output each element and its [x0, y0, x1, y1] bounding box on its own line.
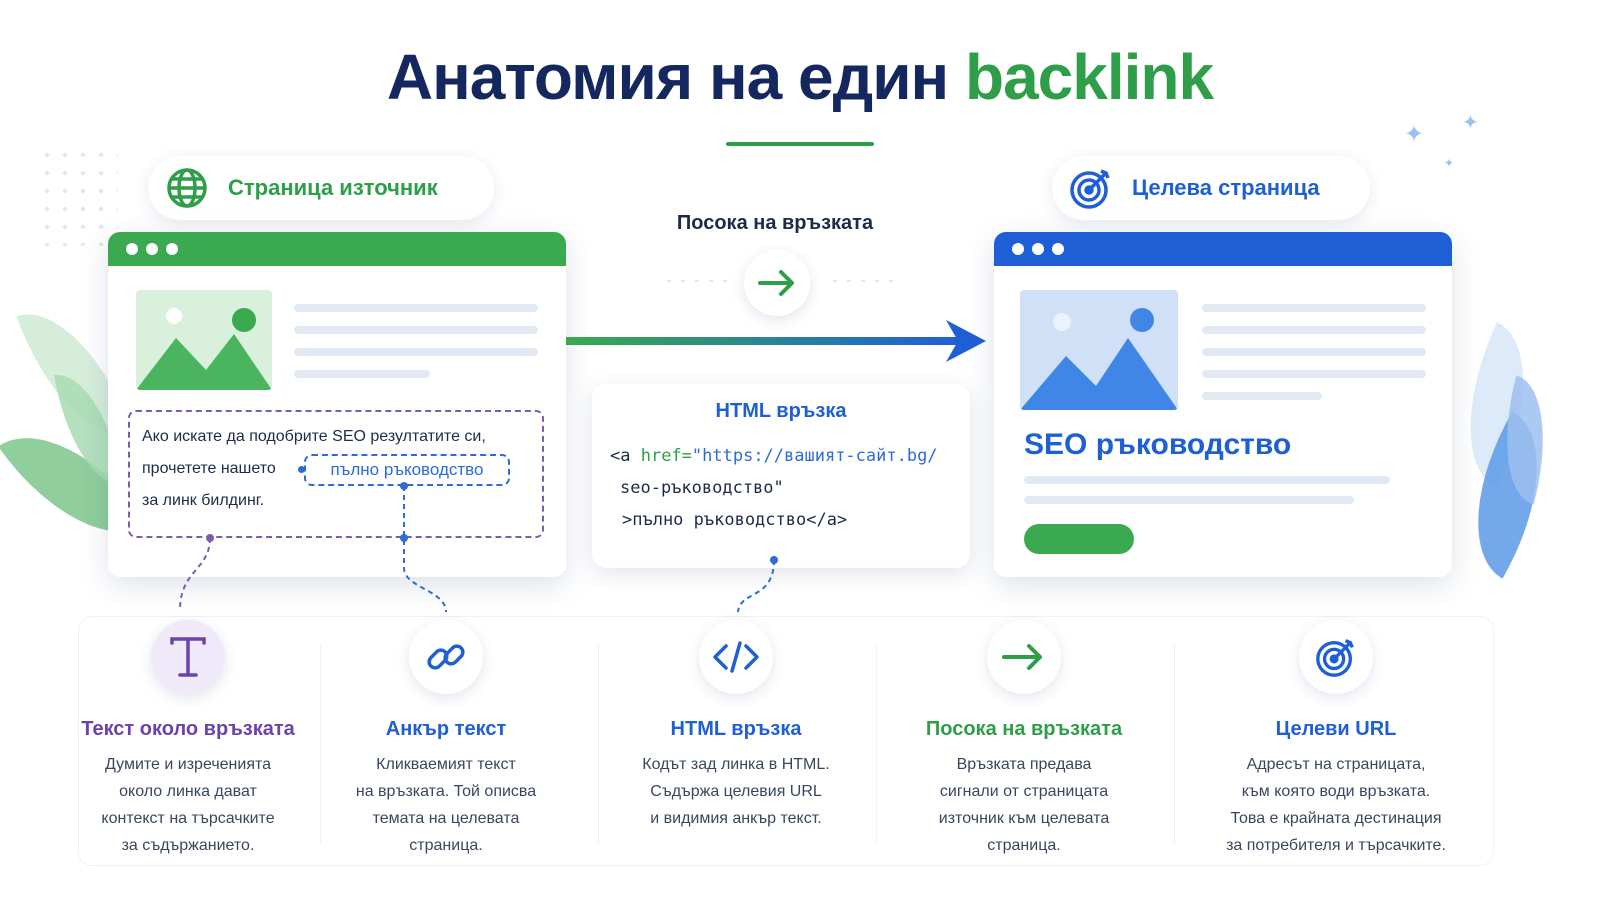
dotted-line [828, 279, 898, 283]
sparkle-icon: ✦ [1462, 112, 1479, 134]
snippet-line-1: Ако искате да подобрите SEO резултатите … [142, 428, 486, 445]
feature-description: Кодът зад линка в HTML.Съдържа целевия U… [642, 756, 830, 827]
link-direction-arrow [566, 320, 986, 362]
feature-surrounding-text: Текст около връзката Думите и изреченият… [48, 620, 328, 859]
text-line [294, 370, 430, 378]
globe-icon [164, 165, 210, 211]
target-page-window: SEO ръководство [994, 232, 1452, 577]
target-page-heading: SEO ръководство [1024, 428, 1292, 461]
title-main: Анатомия на един [386, 41, 949, 113]
code-line-2: seo-ръководство" [620, 478, 784, 498]
snippet-line-3: за линк билдинг. [142, 492, 265, 509]
text-T-icon [151, 620, 225, 694]
direction-arrow-circle [744, 250, 810, 316]
link-icon [409, 620, 483, 694]
feature-title: Целеви URL [1275, 718, 1397, 740]
sparkle-icon: ✦ [1444, 156, 1455, 170]
image-placeholder [1020, 290, 1178, 410]
text-line [1202, 370, 1426, 378]
feature-target-url: Целеви URL Адресът на страницата,към коя… [1196, 620, 1476, 859]
arrow-right-icon [987, 620, 1061, 694]
html-link-title: HTML връзка [715, 400, 847, 422]
target-page-label: Целева страница [1132, 175, 1320, 200]
feature-description: Адресът на страницата,към която води връ… [1226, 756, 1446, 854]
direction-label: Посока на връзката [676, 212, 874, 234]
code-line-3: >пълно ръководство</a> [622, 510, 848, 530]
source-page-window [108, 232, 566, 577]
target-page-pill: Целева страница [1052, 156, 1370, 220]
feature-title: HTML връзка [670, 718, 802, 740]
arrow-right-icon [758, 270, 794, 296]
text-line [294, 304, 538, 312]
title-accent: backlink [964, 41, 1214, 113]
text-line [294, 326, 538, 334]
text-line [1024, 496, 1354, 504]
column-divider [598, 644, 599, 844]
feature-title: Посока на връзката [925, 718, 1123, 740]
text-line [1202, 348, 1426, 356]
source-page-pill: Страница източник [148, 156, 494, 220]
dot-grid-decoration [38, 146, 118, 246]
feature-title: Анкър текст [385, 718, 507, 740]
dotted-line [662, 279, 732, 283]
column-divider [1174, 644, 1175, 844]
text-line [1202, 304, 1426, 312]
html-link-card: HTML връзка <a href="https://вашият-сайт… [592, 384, 970, 568]
text-line [1202, 326, 1426, 334]
title-underline [726, 142, 874, 146]
page-title: Анатомия на един backlink [0, 40, 1600, 114]
target-icon [1068, 165, 1114, 211]
code-line-1: <a href="https://вашият-сайт.bg/ [610, 446, 938, 466]
column-divider [320, 644, 321, 844]
feature-title: Текст около връзката [81, 718, 295, 740]
cta-button[interactable] [1024, 524, 1134, 554]
features-panel [78, 616, 1494, 866]
source-page-label: Страница източник [228, 175, 438, 200]
text-line [294, 348, 538, 356]
anchor-dot [298, 466, 305, 473]
column-divider [876, 644, 877, 844]
anchor-text-link[interactable]: пълно ръководство [304, 454, 510, 486]
image-placeholder [136, 290, 272, 390]
code-icon [699, 620, 773, 694]
browser-titlebar [108, 232, 566, 266]
feature-html-link: HTML връзка Кодът зад линка в HTML.Съдър… [596, 620, 876, 832]
browser-titlebar [994, 232, 1452, 266]
snippet-line-2: прочетете нашето [142, 460, 276, 477]
text-line [1202, 392, 1322, 400]
target-icon [1299, 620, 1373, 694]
surrounding-text-box [128, 410, 544, 538]
sparkle-icon: ✦ [1404, 121, 1425, 148]
text-line [1024, 476, 1390, 484]
